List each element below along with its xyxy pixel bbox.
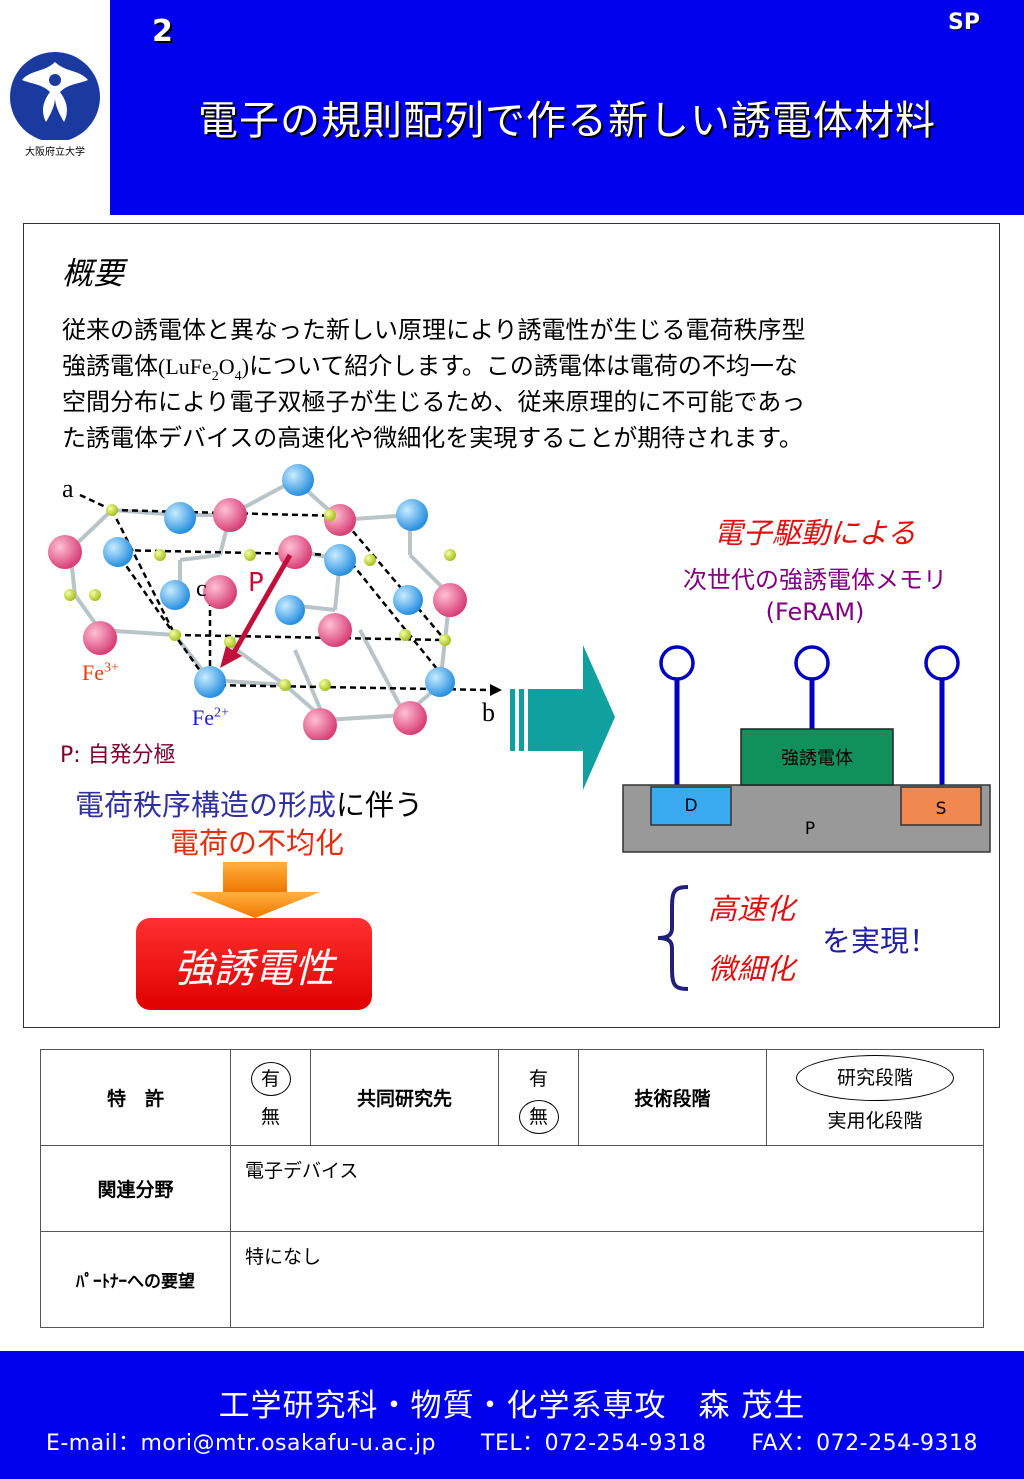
feram-title-red: 電子駆動による	[713, 516, 917, 550]
footer-tel: TEL：072-254-9318	[481, 1431, 707, 1456]
fe3-atoms	[48, 498, 467, 740]
ferroelectric-box	[136, 918, 372, 1010]
ferroelectric-layer	[740, 728, 894, 786]
ferroelectric-label: 強誘電性	[174, 946, 334, 992]
mechanism-line-1: 電荷秩序構造の形成に伴う	[75, 782, 423, 824]
unit-cell-lines	[79, 493, 491, 692]
brace-icon	[657, 885, 689, 991]
tech-research-selected: 研究段階	[795, 1054, 954, 1101]
mechanism-blue: 電荷秩序構造の形成	[75, 788, 337, 822]
formula-part-b: O	[218, 354, 235, 379]
table-row: 関連分野 電子デバイス	[40, 1145, 984, 1232]
feram-title-purple: 次世代の強誘電体メモリ	[683, 566, 947, 594]
joint-choice: 有 無	[498, 1049, 579, 1146]
joint-yes: 有	[528, 1067, 548, 1090]
joint-label: 共同研究先	[310, 1049, 499, 1146]
fe3-label: Fe3+	[82, 660, 119, 686]
summary-line-2b: について紹介します。この誘電体は電荷の不均一な	[248, 352, 798, 380]
formula-sub-2: 4	[234, 368, 242, 384]
benefit-miniaturize: 微細化	[708, 952, 796, 986]
mechanism-black: に伴う	[336, 788, 424, 822]
source-region	[900, 786, 982, 826]
table-row: 特 許 有 無 共同研究先 有 無 技術段階 研究段階 実用化段階	[40, 1049, 984, 1146]
summary-panel	[23, 223, 1000, 1028]
polarization-arrow	[229, 553, 293, 658]
drain-label: D	[684, 796, 698, 816]
sp-label: SP	[948, 10, 980, 35]
terminal-leads	[674, 679, 945, 787]
table-row: ﾊﾟｰﾄﾅｰへの要望 特になし	[40, 1231, 984, 1328]
polarization-arrowhead	[220, 646, 242, 668]
patent-choice: 有 無	[230, 1049, 311, 1146]
substrate-label: P	[804, 819, 816, 839]
summary-heading: 概要	[62, 256, 124, 292]
axis-b-arrowhead	[490, 684, 502, 696]
fe2-label: Fe2+	[192, 705, 229, 731]
ferroelectric-layer-label: 強誘電体	[781, 748, 853, 769]
down-arrow-icon	[190, 862, 320, 918]
logo-area	[0, 0, 110, 215]
footer-department: 工学研究科・物質・化学系専攻 森 茂生	[218, 1388, 806, 1424]
summary-line-2a: 強誘電体	[62, 352, 158, 380]
summary-line-4: た誘電体デバイスの高速化や微細化を実現することが期待されます。	[62, 424, 803, 452]
info-table: 特 許 有 無 共同研究先 有 無 技術段階 研究段階 実用化段階 関連分野 電…	[40, 1049, 984, 1328]
summary-line-2: 強誘電体(LuFe2O4)について紹介します。この誘電体は電荷の不均一な	[62, 348, 798, 395]
field-value: 電子デバイス	[230, 1145, 984, 1232]
footer-contact: E-mail：mori@mtr.osakafu-u.ac.jp TEL：072-…	[0, 1425, 1024, 1457]
axis-b-label: b	[482, 698, 495, 727]
field-label: 関連分野	[40, 1145, 231, 1232]
patent-no: 無	[260, 1105, 280, 1128]
mechanism-line-2: 電荷の不均化	[170, 826, 345, 860]
fe2-sup: 2+	[214, 705, 229, 721]
joint-no-selected: 無	[518, 1099, 559, 1134]
footer-email[interactable]: E-mail：mori@mtr.osakafu-u.ac.jp	[45, 1431, 437, 1456]
drain-region	[650, 786, 732, 826]
feram-device-diagram	[622, 645, 991, 853]
tech-choice: 研究段階 実用化段階	[766, 1049, 984, 1146]
source-label: S	[935, 799, 947, 819]
patent-label: 特 許	[40, 1049, 231, 1146]
terminal-circles	[659, 645, 960, 681]
summary-line-3: 空間分布により電子双極子が生じるため、従来原理的に不可能であっ	[62, 388, 806, 416]
fe2-atoms	[103, 464, 455, 698]
axis-a-label: a	[62, 474, 74, 503]
partner-value: 特になし	[230, 1231, 984, 1328]
footer-banner	[0, 1351, 1024, 1479]
axis-c-label: c	[196, 576, 207, 602]
crystal-structure-diagram	[48, 464, 502, 740]
header-banner	[110, 0, 1024, 215]
right-arrow-icon	[510, 645, 615, 790]
formula-sub-1: 2	[211, 368, 219, 384]
footer-fax: FAX：072-254-9318	[751, 1431, 979, 1456]
summary-line-1: 従来の誘電体と異なった新しい原理により誘電性が生じる電荷秩序型	[62, 316, 806, 344]
page-title: 電子の規則配列で作る新しい誘電体材料	[198, 98, 936, 144]
formula-part-c: )	[241, 354, 249, 379]
partner-label: ﾊﾟｰﾄﾅｰへの要望	[40, 1231, 231, 1328]
tech-practical: 実用化段階	[827, 1109, 923, 1132]
university-logo	[10, 52, 100, 140]
feram-title-abbr: (FeRAM)	[765, 598, 865, 626]
patent-yes-selected: 有	[250, 1061, 291, 1096]
fe3-base: Fe	[82, 660, 104, 685]
oxygen-atoms	[64, 504, 456, 691]
p-arrow-label: P	[248, 568, 264, 598]
university-name: 大阪府立大学	[25, 147, 85, 158]
slide-number: 2	[152, 14, 173, 49]
polarization-caption: P: 自発分極	[60, 743, 176, 768]
benefit-suffix: を実現！	[822, 924, 939, 958]
formula-part-a: (LuFe	[158, 354, 212, 379]
fe2-base: Fe	[192, 705, 214, 730]
fe3-sup: 3+	[104, 660, 119, 676]
tech-label: 技術段階	[578, 1049, 767, 1146]
benefit-speed: 高速化	[708, 892, 796, 926]
